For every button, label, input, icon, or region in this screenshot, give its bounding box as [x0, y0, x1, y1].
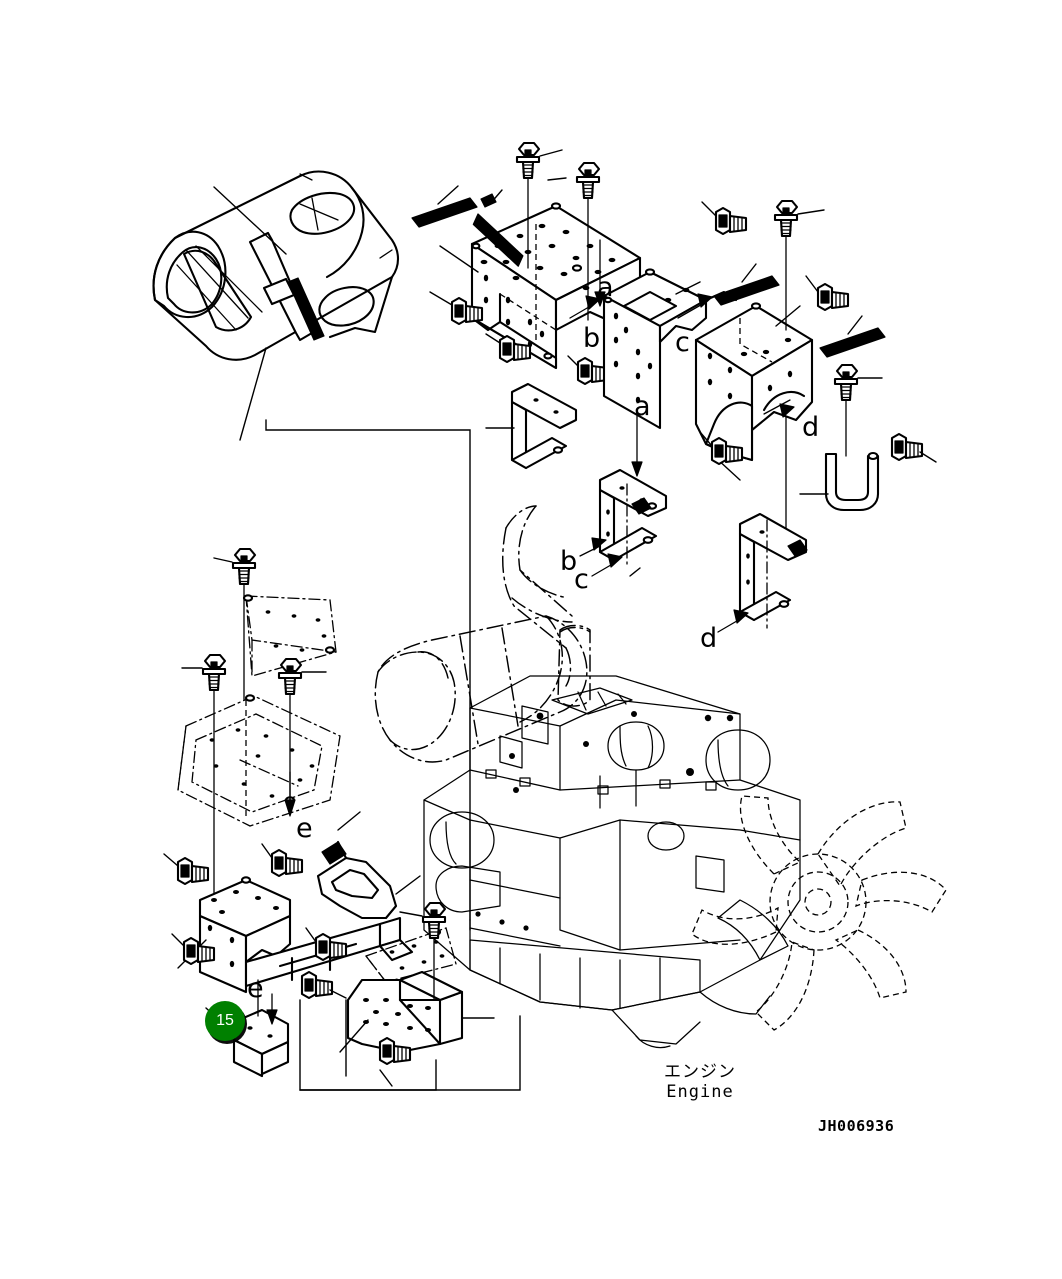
flange-bolt	[270, 848, 304, 878]
flange-bolt	[833, 363, 859, 402]
flange-bolt	[231, 547, 257, 586]
flange-bolt	[714, 206, 748, 236]
callout-letter-a-upper: a	[597, 272, 614, 303]
callout-letter-e-upper: e	[296, 813, 313, 844]
item-number-badge-15[interactable]: 15	[205, 1001, 245, 1041]
callout-letter-d-lower: d	[700, 623, 718, 654]
subject-label: エンジン Engine	[610, 1062, 790, 1102]
leader-muffler-to-plate	[265, 419, 471, 921]
flange-bolt	[300, 970, 334, 1000]
callout-letter-a-mid: a	[634, 391, 651, 422]
flange-bolt	[201, 653, 227, 692]
flange-bolt	[575, 161, 601, 200]
callout-letter-b-mid: b	[560, 546, 578, 577]
drawing-number: JH006936	[818, 1117, 895, 1135]
spacer-rod	[713, 275, 780, 306]
mounting-bracket-d	[738, 512, 808, 629]
flange-bolt	[277, 657, 303, 696]
right-heat-shield-cover	[694, 302, 814, 481]
callout-letter-c-upper: c	[675, 327, 690, 358]
cooling-fan-reference	[691, 795, 947, 1031]
muffler-heat-shield-cover	[152, 170, 400, 441]
engine-reference-outline	[374, 505, 801, 1049]
lower-perforated-plate	[242, 594, 337, 677]
callout-letter-b-upper: b	[583, 323, 601, 354]
flange-bolt	[515, 141, 541, 180]
callout-letter-d-upper: d	[802, 412, 820, 443]
subject-label-japanese: エンジン	[664, 1062, 736, 1082]
callout-letter-c-mid: c	[574, 564, 589, 595]
spacer-rod	[411, 197, 478, 228]
mounting-bracket-a	[485, 382, 578, 470]
lower-mount-plate	[177, 694, 341, 827]
lifting-hook	[316, 811, 421, 920]
lower-perforated-plate	[364, 927, 457, 983]
spacer-rod	[819, 327, 886, 358]
u-clamp	[799, 451, 880, 512]
flange-bolt	[176, 856, 210, 886]
callout-letter-e-lower: e	[247, 973, 264, 1004]
flange-bolt	[773, 199, 799, 238]
mounting-bracket-lower-right	[339, 970, 495, 1054]
flange-bolt	[890, 432, 924, 462]
subject-label-english: Engine	[666, 1082, 734, 1103]
item-badge-number: 15	[216, 1012, 234, 1029]
flange-bolt	[816, 282, 850, 312]
center-heat-shield-box	[602, 268, 738, 430]
